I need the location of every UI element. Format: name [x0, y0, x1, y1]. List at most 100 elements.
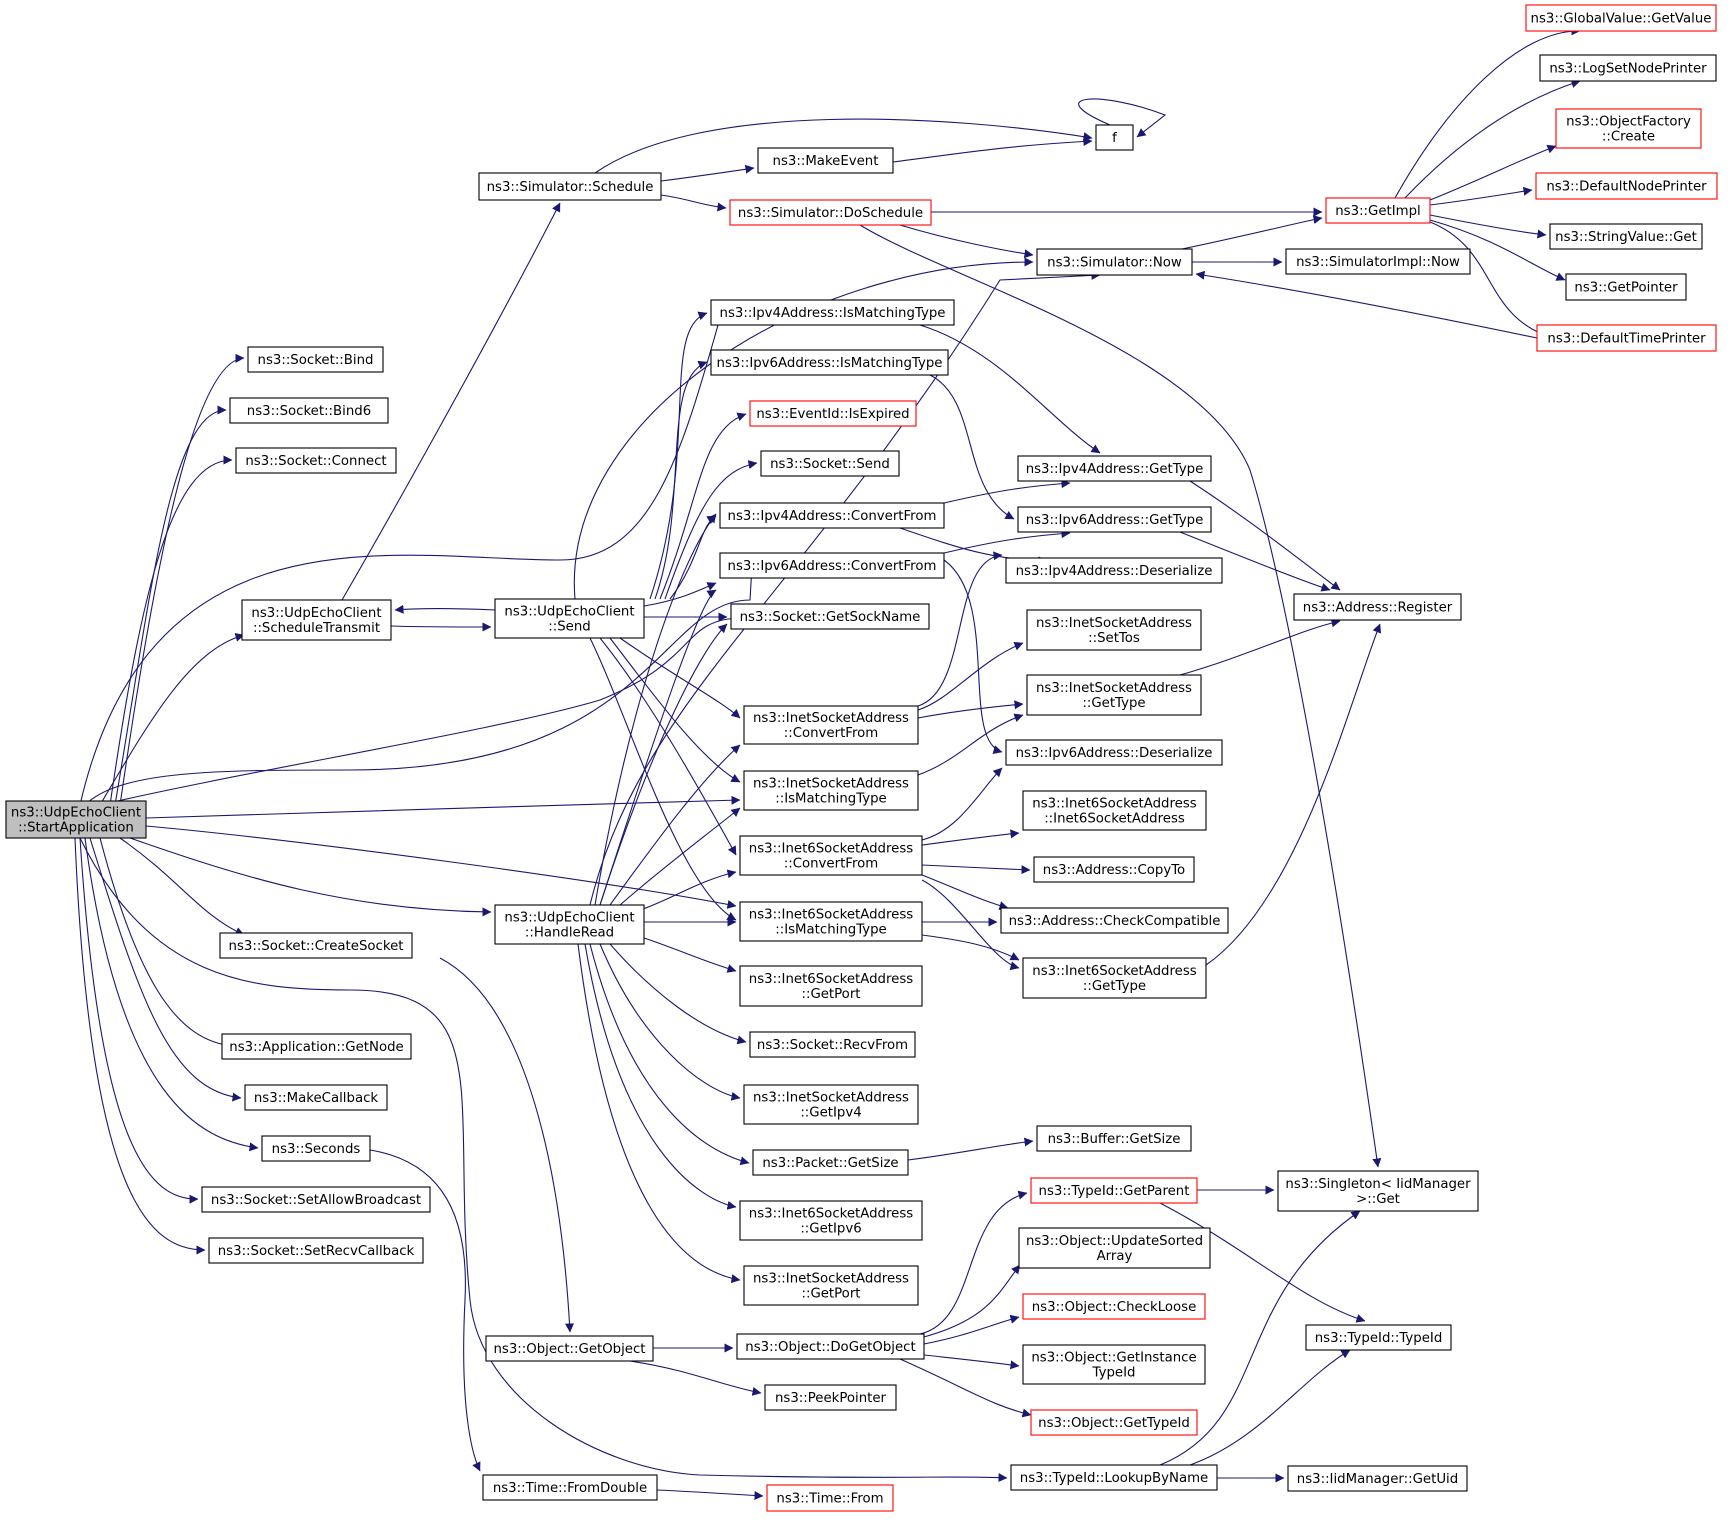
node-copyto[interactable]: ns3::Address::CopyTo [1033, 856, 1195, 883]
node-v4match[interactable]: ns3::Ipv4Address::IsMatchingType [710, 299, 955, 326]
node-socksend[interactable]: ns3::Socket::Send [760, 450, 900, 477]
node-box[interactable] [494, 598, 645, 639]
node-box[interactable] [494, 904, 645, 945]
node-getparent[interactable]: ns3::TypeId::GetParent [1030, 1177, 1198, 1204]
node-inetipv4[interactable]: ns3::InetSocketAddress::GetIpv4 [743, 1084, 919, 1125]
node-simsched[interactable]: ns3::Simulator::Schedule [478, 172, 662, 201]
node-box[interactable] [1022, 957, 1207, 999]
node-box[interactable] [1036, 1125, 1192, 1152]
node-udpsend[interactable]: ns3::UdpEchoClient::Send [494, 598, 645, 639]
node-v4conv[interactable]: ns3::Ipv4Address::ConvertFrom [719, 502, 945, 529]
node-box[interactable] [201, 1186, 431, 1213]
node-box[interactable] [743, 705, 919, 745]
node-v4gettype[interactable]: ns3::Ipv4Address::GetType [1017, 455, 1212, 482]
node-seconds[interactable]: ns3::Seconds [261, 1135, 371, 1162]
node-box[interactable] [752, 1149, 909, 1176]
node-box[interactable] [710, 349, 949, 376]
node-checkcompat[interactable]: ns3::Address::CheckCompatible [1000, 907, 1229, 934]
node-box[interactable] [1293, 593, 1462, 621]
node-v6gettype[interactable]: ns3::Ipv6Address::GetType [1017, 506, 1212, 533]
node-makecb[interactable]: ns3::MakeCallback [244, 1084, 388, 1111]
node-getptr[interactable]: ns3::GetPointer [1565, 273, 1687, 301]
node-defnode[interactable]: ns3::DefaultNodePrinter [1535, 172, 1718, 200]
node-inet6match[interactable]: ns3::Inet6SocketAddress::IsMatchingType [739, 901, 923, 942]
node-inetgettype[interactable]: ns3::InetSocketAddress::GetType [1026, 674, 1202, 716]
node-box[interactable] [219, 932, 413, 959]
node-box[interactable] [739, 965, 923, 1007]
node-box[interactable] [749, 1031, 916, 1058]
node-simnow[interactable]: ns3::Simulator::Now [1036, 248, 1193, 276]
node-recvfrom[interactable]: ns3::Socket::RecvFrom [749, 1031, 916, 1058]
node-box[interactable] [244, 1084, 388, 1111]
node-box[interactable] [1033, 856, 1195, 883]
node-box[interactable] [5, 800, 147, 839]
node-lookup[interactable]: ns3::TypeId::LookupByName [1010, 1464, 1218, 1491]
node-allowbc[interactable]: ns3::Socket::SetAllowBroadcast [201, 1186, 431, 1213]
node-setrecvcb[interactable]: ns3::Socket::SetRecvCallback [208, 1237, 424, 1264]
node-box[interactable] [1026, 674, 1202, 716]
node-box[interactable] [710, 299, 955, 326]
node-getimpl[interactable]: ns3::GetImpl [1325, 197, 1431, 224]
node-box[interactable] [261, 1135, 371, 1162]
node-box[interactable] [1030, 1177, 1198, 1204]
node-box[interactable] [1555, 108, 1702, 149]
node-v6conv[interactable]: ns3::Ipv6Address::ConvertFrom [719, 552, 945, 579]
node-box[interactable] [1095, 124, 1134, 151]
node-box[interactable] [241, 599, 392, 641]
node-addrreg[interactable]: ns3::Address::Register [1293, 593, 1462, 621]
node-inet6conv[interactable]: ns3::Inet6SocketAddress::ConvertFrom [739, 835, 923, 876]
node-box[interactable] [1000, 907, 1229, 934]
node-box[interactable] [1277, 1170, 1479, 1212]
node-box[interactable] [1030, 1409, 1198, 1436]
node-box[interactable] [1539, 54, 1717, 82]
node-inetport[interactable]: ns3::InetSocketAddress::GetPort [743, 1265, 919, 1306]
node-box[interactable] [1017, 455, 1212, 482]
node-box[interactable] [1022, 790, 1207, 831]
node-inet6port[interactable]: ns3::Inet6SocketAddress::GetPort [739, 965, 923, 1007]
node-appgetnode[interactable]: ns3::Application::GetNode [221, 1033, 412, 1060]
node-strval[interactable]: ns3::StringValue::Get [1549, 223, 1703, 250]
node-bufsize[interactable]: ns3::Buffer::GetSize [1036, 1125, 1192, 1152]
node-box[interactable] [1285, 248, 1471, 275]
node-v6match[interactable]: ns3::Ipv6Address::IsMatchingType [710, 349, 949, 376]
node-gettypeid[interactable]: ns3::Object::GetTypeId [1030, 1409, 1198, 1436]
node-box[interactable] [760, 450, 900, 477]
node-box[interactable] [247, 346, 384, 373]
node-inet6ctor[interactable]: ns3::Inet6SocketAddress::Inet6SocketAddr… [1022, 790, 1207, 831]
node-box[interactable] [736, 1333, 925, 1360]
node-inet6ipv6[interactable]: ns3::Inet6SocketAddress::GetIpv6 [739, 1200, 923, 1241]
node-bind6[interactable]: ns3::Socket::Bind6 [229, 397, 389, 424]
node-box[interactable] [1005, 557, 1223, 584]
node-box[interactable] [1536, 324, 1717, 352]
node-inet6gettype[interactable]: ns3::Inet6SocketAddress::GetType [1022, 957, 1207, 999]
node-box[interactable] [1325, 197, 1431, 224]
node-box[interactable] [1535, 172, 1718, 200]
node-schedtx[interactable]: ns3::UdpEchoClient::ScheduleTransmit [241, 599, 392, 641]
node-dosched[interactable]: ns3::Simulator::DoSchedule [729, 199, 932, 226]
node-box[interactable] [743, 770, 919, 811]
node-box[interactable] [208, 1237, 424, 1264]
node-sockname[interactable]: ns3::Socket::GetSockName [730, 603, 930, 630]
node-v4deser[interactable]: ns3::Ipv4Address::Deserialize [1005, 557, 1223, 584]
node-box[interactable] [1022, 1344, 1206, 1385]
node-inetconv[interactable]: ns3::InetSocketAddress::ConvertFrom [743, 705, 919, 745]
node-getobject[interactable]: ns3::Object::GetObject [485, 1335, 654, 1362]
node-inetmatch[interactable]: ns3::InetSocketAddress::IsMatchingType [743, 770, 919, 811]
node-f[interactable]: f [1095, 124, 1134, 151]
node-box[interactable] [729, 199, 932, 226]
node-box[interactable] [1022, 1293, 1206, 1320]
node-box[interactable] [478, 172, 662, 201]
node-box[interactable] [1017, 506, 1212, 533]
node-box[interactable] [235, 447, 397, 474]
node-box[interactable] [1287, 1465, 1468, 1492]
node-handleread[interactable]: ns3::UdpEchoClient::HandleRead [494, 904, 645, 945]
node-makeevent[interactable]: ns3::MakeEvent [757, 147, 894, 174]
node-bind[interactable]: ns3::Socket::Bind [247, 346, 384, 373]
node-pktsize[interactable]: ns3::Packet::GetSize [752, 1149, 909, 1176]
node-box[interactable] [743, 1084, 919, 1125]
node-box[interactable] [1549, 223, 1703, 250]
node-box[interactable] [757, 147, 894, 174]
node-box[interactable] [1036, 248, 1193, 276]
